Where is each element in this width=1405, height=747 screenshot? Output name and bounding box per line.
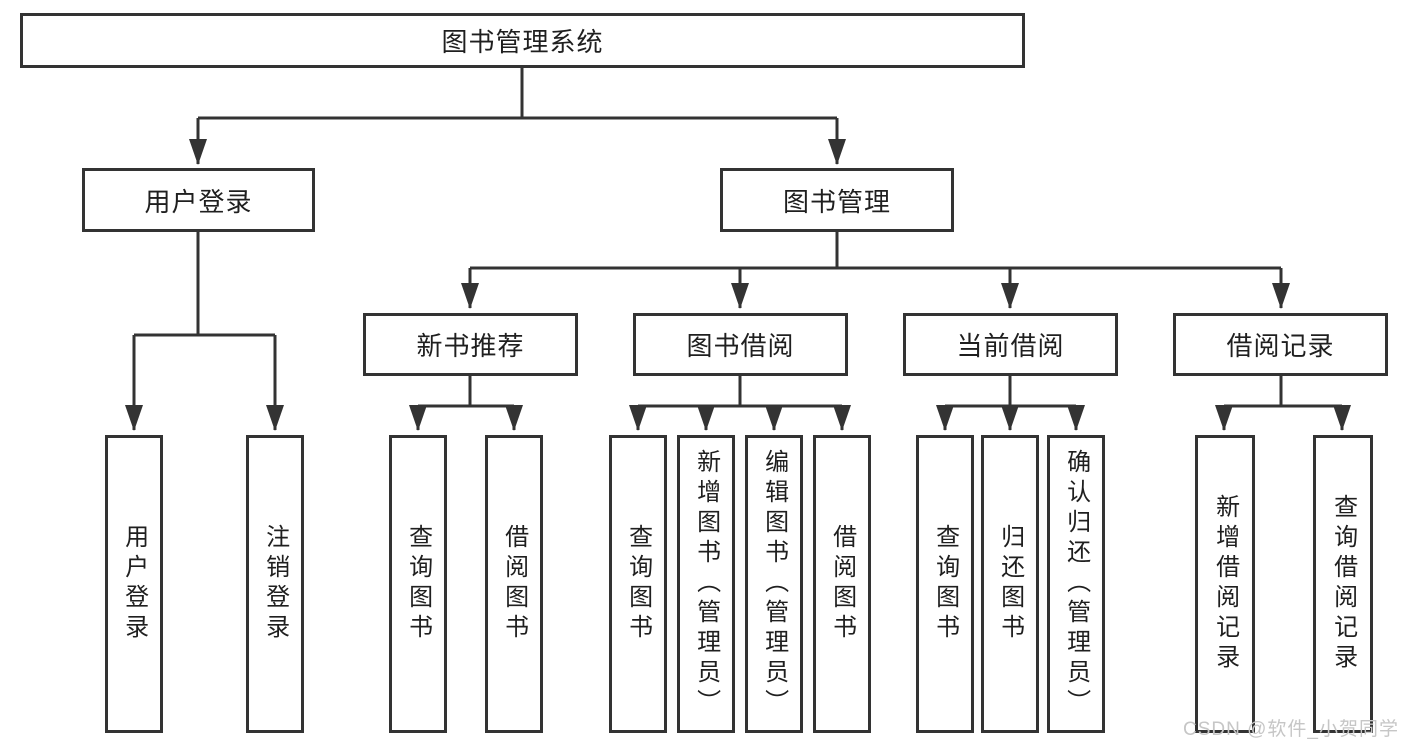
node-book-management: 图书管理 — [720, 168, 954, 232]
node-book-management-label: 图书管理 — [782, 186, 891, 217]
node-current-borrowing-label: 当前借阅 — [956, 331, 1065, 361]
leaf-return-books: 归还图书 — [981, 435, 1039, 733]
node-borrowing-records: 借阅记录 — [1173, 313, 1388, 376]
node-book-borrowing: 图书借阅 — [633, 313, 848, 376]
leaf-query-books-borrow-label: 查询图书 — [624, 524, 652, 644]
node-new-book-recommendation-label: 新书推荐 — [416, 331, 525, 361]
leaf-logout-label: 注销登录 — [261, 524, 289, 644]
leaf-borrow-books-recommend: 借阅图书 — [485, 435, 543, 733]
edge-new-book-recommendation-to-leaves — [409, 376, 523, 431]
leaf-user-login: 用户登录 — [105, 435, 163, 733]
leaf-confirm-return-admin-label: 确认归还（管理员） — [1062, 449, 1090, 719]
leaf-query-books-current-label: 查询图书 — [931, 524, 959, 644]
leaf-add-borrow-record-label: 新增借阅记录 — [1211, 494, 1239, 674]
leaf-borrow-books-label: 借阅图书 — [828, 524, 856, 644]
node-borrowing-records-label: 借阅记录 — [1226, 331, 1335, 361]
leaf-edit-books-admin-label: 编辑图书（管理员） — [760, 449, 788, 719]
edge-borrowing-records-to-leaves — [1215, 376, 1351, 431]
node-new-book-recommendation: 新书推荐 — [363, 313, 578, 376]
leaf-query-borrow-record: 查询借阅记录 — [1313, 435, 1373, 733]
node-book-borrowing-label: 图书借阅 — [686, 331, 795, 361]
node-current-borrowing: 当前借阅 — [903, 313, 1118, 376]
node-root: 图书管理系统 — [20, 13, 1025, 68]
edge-user-login-to-leaves — [125, 232, 284, 431]
leaf-add-books-admin: 新增图书（管理员） — [677, 435, 735, 733]
edge-book-management-to-level3 — [461, 232, 1290, 309]
leaf-borrow-books-recommend-label: 借阅图书 — [500, 524, 528, 644]
leaf-confirm-return-admin: 确认归还（管理员） — [1047, 435, 1105, 733]
leaf-return-books-label: 归还图书 — [996, 524, 1024, 644]
node-user-login-label: 用户登录 — [144, 186, 253, 217]
leaf-query-books-recommend: 查询图书 — [389, 435, 447, 733]
leaf-logout: 注销登录 — [246, 435, 304, 733]
node-root-label: 图书管理系统 — [441, 27, 604, 57]
csdn-watermark: CSDN @软件_小贺同学 — [1183, 719, 1399, 740]
edge-current-borrowing-to-leaves — [936, 376, 1085, 431]
leaf-query-books-recommend-label: 查询图书 — [404, 524, 432, 644]
leaf-query-books-current: 查询图书 — [916, 435, 974, 733]
node-user-login: 用户登录 — [82, 168, 315, 232]
leaf-user-login-label: 用户登录 — [120, 524, 148, 644]
edge-root-to-level2 — [189, 68, 846, 165]
edge-book-borrowing-to-leaves — [629, 376, 851, 431]
leaf-add-books-admin-label: 新增图书（管理员） — [692, 449, 720, 719]
leaf-query-borrow-record-label: 查询借阅记录 — [1329, 494, 1357, 674]
leaf-query-books-borrow: 查询图书 — [609, 435, 667, 733]
leaf-borrow-books: 借阅图书 — [813, 435, 871, 733]
leaf-edit-books-admin: 编辑图书（管理员） — [745, 435, 803, 733]
leaf-add-borrow-record: 新增借阅记录 — [1195, 435, 1255, 733]
